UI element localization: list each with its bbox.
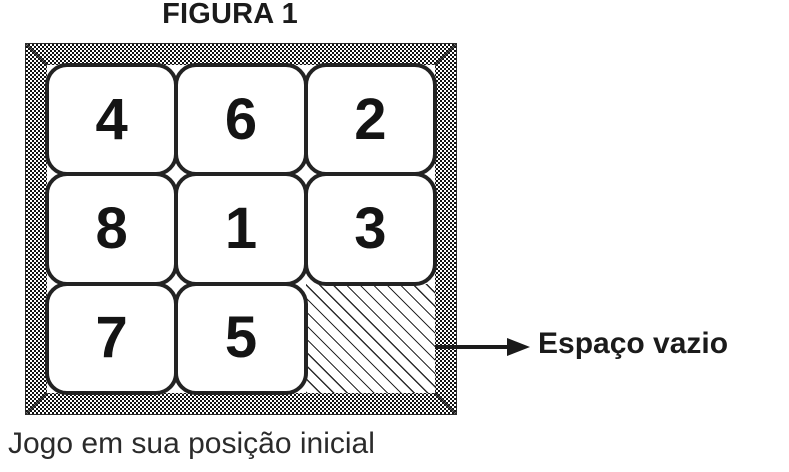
tile-r2c1[interactable]: 8	[45, 172, 179, 286]
tile-r2c2[interactable]: 1	[174, 172, 308, 286]
tile-r1c3[interactable]: 2	[303, 63, 437, 177]
tile-r3c1[interactable]: 7	[45, 281, 179, 395]
tile-r2c3[interactable]: 3	[303, 172, 437, 286]
tile-label: 6	[224, 86, 258, 152]
board-interior: 4 6 2 8 1 3 7 5	[45, 63, 437, 395]
tile-label: 3	[354, 195, 387, 261]
puzzle-board: 4 6 2 8 1 3 7 5	[24, 42, 457, 415]
tile-r1c1[interactable]: 4	[45, 63, 179, 177]
tile-r3c3-empty-slot[interactable]	[305, 283, 435, 393]
page-title: FIGURA 1	[162, 0, 298, 30]
tile-label: 8	[95, 195, 128, 261]
figure-caption: Jogo em sua posição inicial	[8, 427, 375, 460]
tile-label: 4	[95, 86, 128, 152]
tile-label: 1	[224, 195, 258, 261]
empty-space-label: Espaço vazio	[538, 327, 729, 360]
tile-label: 7	[95, 305, 128, 371]
tile-grid: 4 6 2 8 1 3 7 5	[45, 63, 437, 395]
tile-label: 5	[224, 305, 258, 371]
tile-r1c2[interactable]: 6	[174, 63, 308, 177]
tile-r3c2[interactable]: 5	[174, 281, 308, 395]
tile-label: 2	[354, 86, 387, 152]
